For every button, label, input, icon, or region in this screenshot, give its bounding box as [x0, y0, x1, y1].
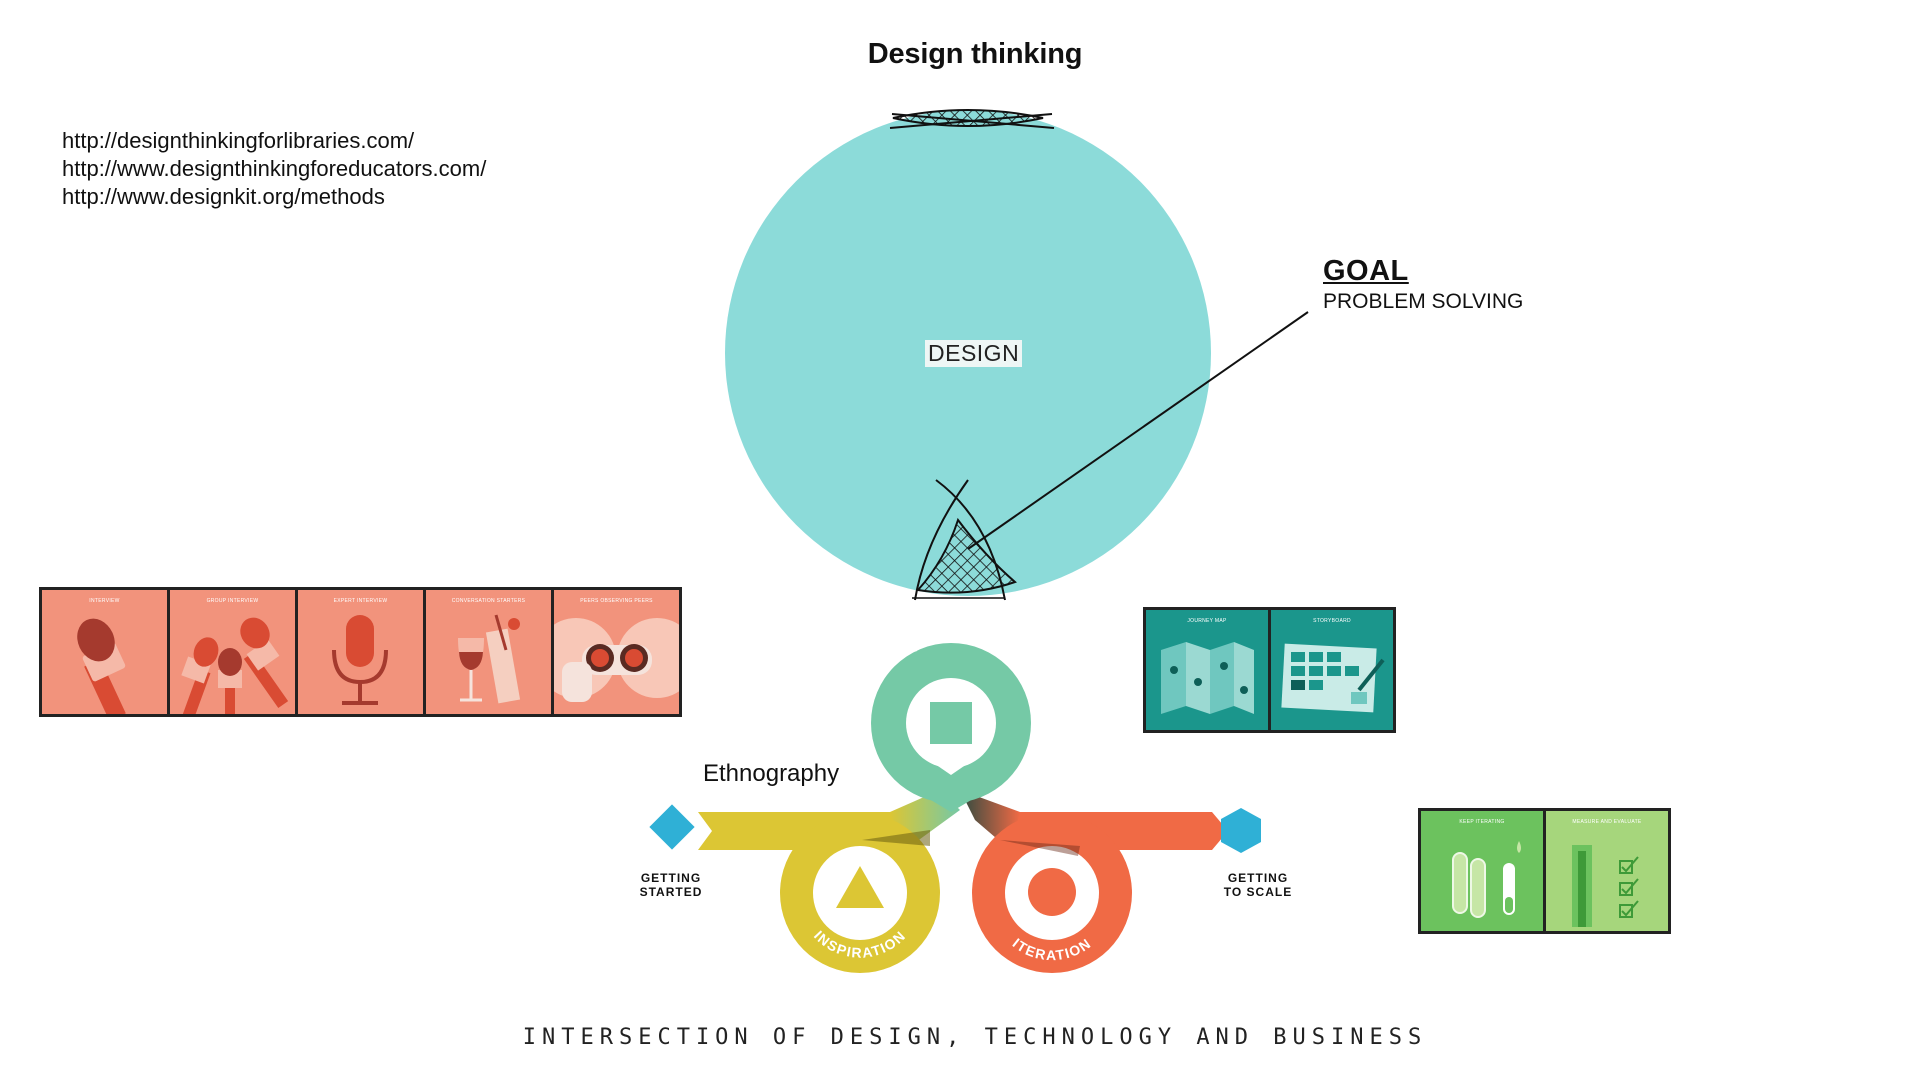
reference-links: http://designthinkingforlibraries.com/ h… [62, 127, 486, 211]
method-card-label: EXPERT INTERVIEW [333, 598, 388, 604]
getting-started-diamond [649, 804, 695, 850]
link-designthinkingforlibraries[interactable]: http://designthinkingforlibraries.com/ [62, 128, 415, 153]
microphones-icon [181, 617, 289, 714]
method-card-label: INTERVIEW [89, 598, 120, 604]
method-card-label: MEASURE AND EVALUATE [1572, 819, 1642, 825]
inspiration-method-cards: INTERVIEW GROUP INTERVIEW EXPERT INTERVI… [39, 587, 682, 717]
page-title: Design thinking [867, 38, 1083, 70]
getting-started-line1: GETTING [641, 871, 701, 885]
link-designthinkingforeducators[interactable]: http://www.designthinkingforeducators.co… [62, 156, 487, 181]
footer-caption: INTERSECTION OF DESIGN, TECHNOLOGY AND B… [522, 1025, 1428, 1050]
link-designkit-methods[interactable]: http://www.designkit.org/methods [62, 184, 385, 209]
getting-to-scale-line2: TO SCALE [1224, 885, 1292, 899]
method-card-group-interview[interactable]: GROUP INTERVIEW [170, 590, 295, 714]
top-hatch-mark [892, 109, 1044, 127]
method-card-label: JOURNEY MAP [1187, 618, 1227, 624]
drinks-icon [458, 614, 521, 704]
triangle-icon [836, 866, 884, 908]
bottom-hatch-mark [916, 517, 1017, 594]
microphone-icon [77, 618, 126, 714]
circle-icon [1028, 868, 1076, 916]
getting-to-scale-hexagon [1221, 808, 1261, 853]
method-card-keep-iterating[interactable]: KEEP ITERATING [1421, 811, 1543, 931]
method-card-measure-and-evaluate[interactable]: MEASURE AND EVALUATE [1546, 811, 1668, 931]
method-card-expert-interview[interactable]: EXPERT INTERVIEW [298, 590, 423, 714]
method-card-label: KEEP ITERATING [1459, 819, 1505, 825]
checklist-icon [1572, 845, 1639, 927]
method-card-storyboard[interactable]: STORYBOARD [1271, 610, 1393, 730]
method-card-peers-observing-peers[interactable]: PEERS OBSERVING PEERS [554, 590, 679, 714]
binoculars-icon [554, 618, 679, 702]
design-circle-label: DESIGN [925, 340, 1023, 367]
svg-text:STARTED: STARTED [640, 885, 703, 899]
method-card-label: GROUP INTERVIEW [206, 598, 259, 604]
svg-text:GETTING: GETTING [641, 871, 701, 885]
method-card-interview[interactable]: INTERVIEW [42, 590, 167, 714]
goal-heading: GOAL [1323, 255, 1409, 287]
method-card-journey-map[interactable]: JOURNEY MAP [1146, 610, 1268, 730]
test-tubes-icon [1452, 841, 1521, 918]
svg-text:GETTING: GETTING [1228, 871, 1288, 885]
svg-text:TO SCALE: TO SCALE [1224, 885, 1292, 899]
studio-mic-icon [332, 615, 388, 705]
iteration-method-cards: KEEP ITERATING MEASURE AND EVALUATE [1418, 808, 1671, 934]
map-icon [1161, 642, 1254, 714]
storyboard-icon [1281, 643, 1385, 713]
method-card-conversation-starters[interactable]: CONVERSATION STARTERS [426, 590, 551, 714]
goal-subtitle: PROBLEM SOLVING [1323, 290, 1524, 313]
method-card-label: CONVERSATION STARTERS [451, 598, 526, 604]
method-card-label: PEERS OBSERVING PEERS [580, 598, 653, 604]
ideation-method-cards: JOURNEY MAP STORYBOARD [1143, 607, 1396, 733]
ethnography-label: Ethnography [703, 760, 840, 787]
method-card-label: STORYBOARD [1313, 618, 1351, 624]
getting-to-scale-line1: GETTING [1228, 871, 1288, 885]
goal-pointer-line [967, 311, 1309, 550]
goal-block: GOAL PROBLEM SOLVING [1323, 255, 1523, 314]
getting-started-line2: STARTED [640, 885, 703, 899]
square-icon [930, 702, 972, 744]
